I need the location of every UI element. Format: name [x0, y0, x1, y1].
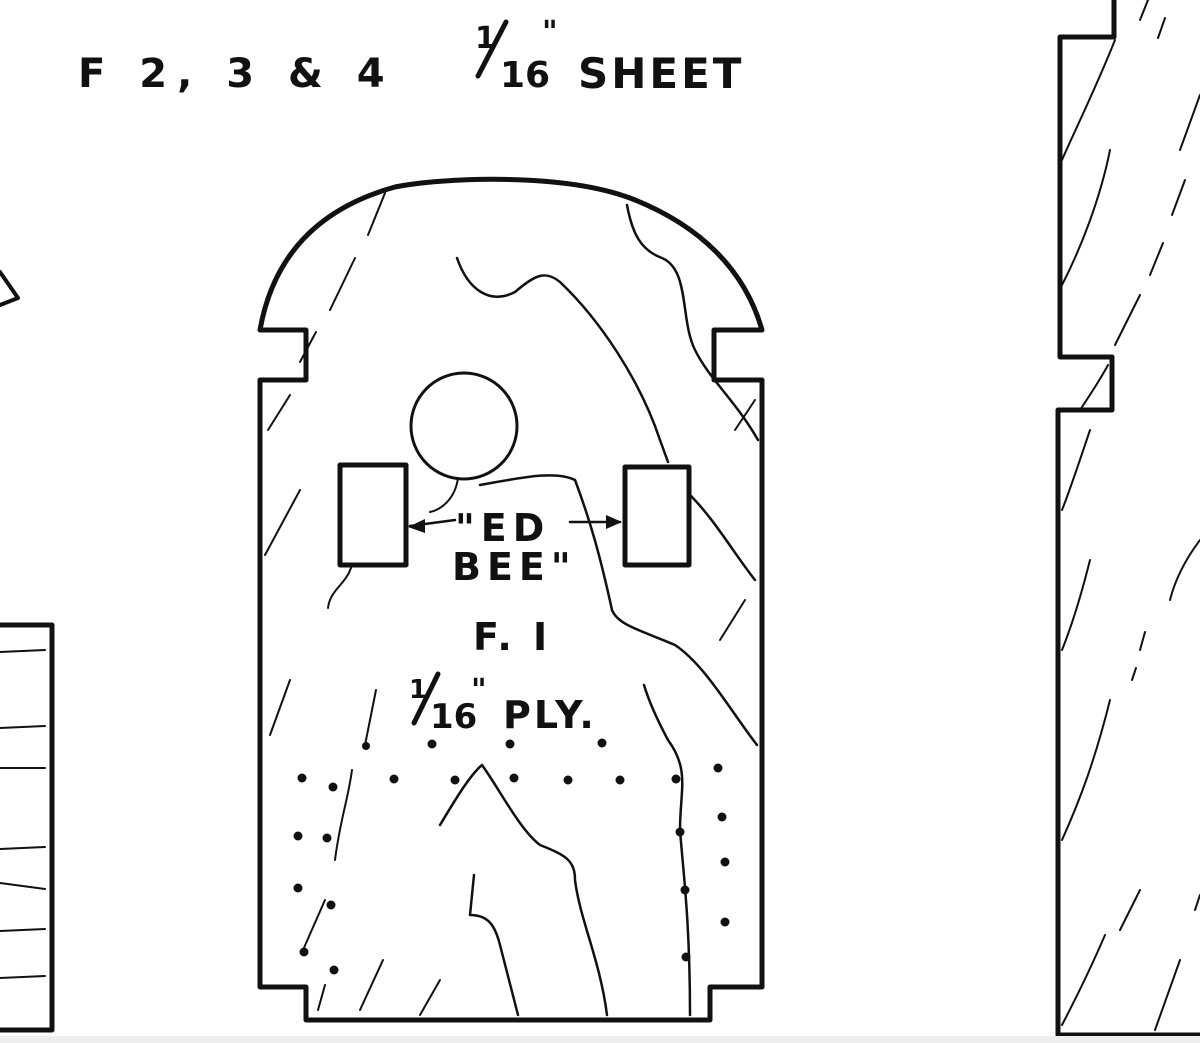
- sheet-inch-mark: ": [542, 15, 558, 50]
- bottom-scroll-bar: [0, 1036, 1200, 1043]
- former-f1-outline: [257, 176, 765, 1023]
- wood-grain: [264, 192, 760, 1017]
- former-f1-fraction-denominator: 16: [430, 697, 477, 737]
- former-f1-right-slot: [622, 464, 692, 568]
- sheet-fraction-denominator: 16: [500, 55, 550, 96]
- former-f1-inch-mark: ": [471, 673, 487, 708]
- right-former-fragment: [1055, 0, 1200, 1038]
- sheet-label: F 2, 3 & 4 1 16 " SHEET: [78, 15, 744, 98]
- left-former-fragment: [0, 622, 55, 1033]
- formers-label: F 2, 3 & 4: [78, 51, 395, 97]
- left-edge-fragment: [0, 270, 20, 307]
- sheet-fraction-slash: [475, 19, 509, 79]
- former-f1-left-slot: [337, 462, 409, 568]
- former-f1-fraction-slash: [411, 671, 441, 726]
- left-triangle-fragment: [0, 270, 20, 307]
- sheet-material-label: SHEET: [578, 49, 744, 98]
- former-f1-dots: [293, 738, 730, 975]
- former-f1-material: PLY.: [503, 693, 597, 737]
- former-f1-part-id: F. I: [473, 615, 551, 659]
- slot-dimension-arrows: [408, 515, 622, 533]
- former-f1-center-hole: [409, 371, 519, 481]
- former-f1-fraction-numerator: 1: [409, 675, 427, 705]
- right-former-outline: [1055, 0, 1200, 1038]
- former-f1-name-line2: BEE": [452, 545, 577, 589]
- former-f1: "ED BEE" F. I 1 16 " PLY.: [257, 176, 765, 1023]
- left-former-outline: [0, 622, 55, 1033]
- former-f1-name-line1: "ED: [455, 506, 550, 550]
